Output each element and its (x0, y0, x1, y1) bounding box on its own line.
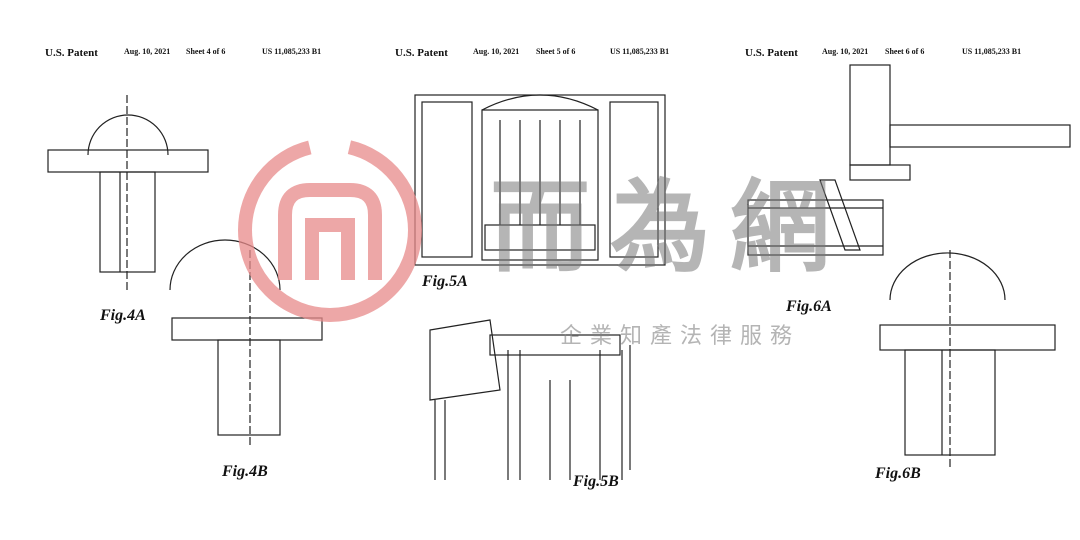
patent-sheet-4: U.S. Patent Aug. 10, 2021 Sheet 4 of 6 U… (0, 0, 360, 540)
patent-label: U.S. Patent (395, 47, 448, 59)
watermark-tagline: 企業知產法律服務 (560, 324, 801, 349)
sheet-number: Sheet 5 of 6 (536, 47, 576, 56)
patent-label: U.S. Patent (45, 47, 98, 59)
patent-number: US 11,085,233 B1 (610, 47, 670, 56)
figure-caption-5b: Fig.5B (573, 473, 619, 490)
patent-number: US 11,085,233 B1 (262, 47, 322, 56)
figure-caption-4a: Fig.4A (100, 307, 146, 324)
sheet-number: Sheet 4 of 6 (186, 47, 226, 56)
fig-4-drawing (47, 95, 323, 445)
patent-date: Aug. 10, 2021 (124, 47, 171, 56)
patent-sheet-6: U.S. Patent Aug. 10, 2021 Sheet 6 of 6 U… (720, 0, 1080, 540)
patent-date: Aug. 10, 2021 (473, 47, 520, 56)
figure-caption-6b: Fig.6B (875, 465, 921, 482)
patent-number: US 11,085,233 B1 (962, 47, 1022, 56)
figure-caption-6a: Fig.6A (786, 298, 832, 315)
figure-caption-5a: Fig.5A (422, 273, 468, 290)
sheet-number: Sheet 6 of 6 (885, 47, 925, 56)
patent-label: U.S. Patent (745, 47, 798, 59)
fig-5-drawing (414, 94, 666, 480)
figure-caption-4b: Fig.4B (222, 463, 268, 480)
fig-6-drawing (747, 64, 1071, 470)
watermark-brand: 而為網 (490, 169, 850, 286)
patent-date: Aug. 10, 2021 (822, 47, 869, 56)
patent-sheet-5: U.S. Patent Aug. 10, 2021 Sheet 5 of 6 U… (360, 0, 720, 540)
